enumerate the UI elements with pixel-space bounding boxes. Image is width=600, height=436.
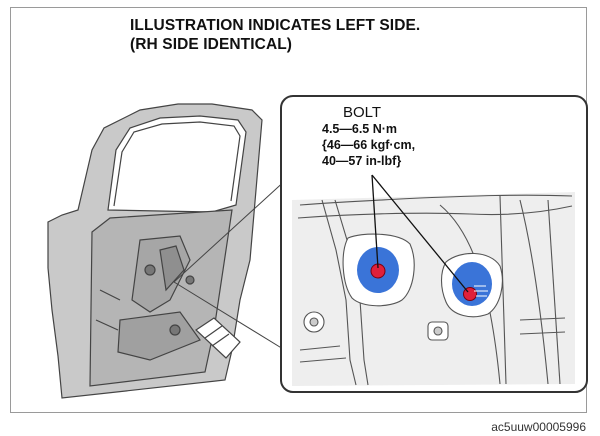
title-line-2: (RH SIDE IDENTICAL)	[130, 36, 293, 53]
pointer-tool	[195, 317, 241, 359]
bolt-pointer-lines	[371, 174, 469, 293]
right-bolt-highlight	[452, 262, 492, 306]
illustration-code: ac5uuw00005996	[491, 420, 586, 434]
torque-nm: 4.5—6.5 N·m	[322, 122, 398, 136]
detail-view	[292, 192, 575, 386]
torque-spec: 4.5—6.5 N·m {46—66 kgf·cm, 40—57 in-lbf}	[322, 121, 415, 169]
torque-inlbf: 40—57 in-lbf}	[322, 154, 402, 168]
title-line-1: ILLUSTRATION INDICATES LEFT SIDE.	[130, 17, 421, 34]
torque-kgf: {46—66 kgf·cm,	[322, 138, 416, 152]
diagram-title: ILLUSTRATION INDICATES LEFT SIDE. (RH SI…	[130, 16, 420, 54]
bolt-label: BOLT	[343, 104, 382, 121]
leader-lines	[173, 177, 289, 353]
bolt-markers	[357, 247, 492, 306]
